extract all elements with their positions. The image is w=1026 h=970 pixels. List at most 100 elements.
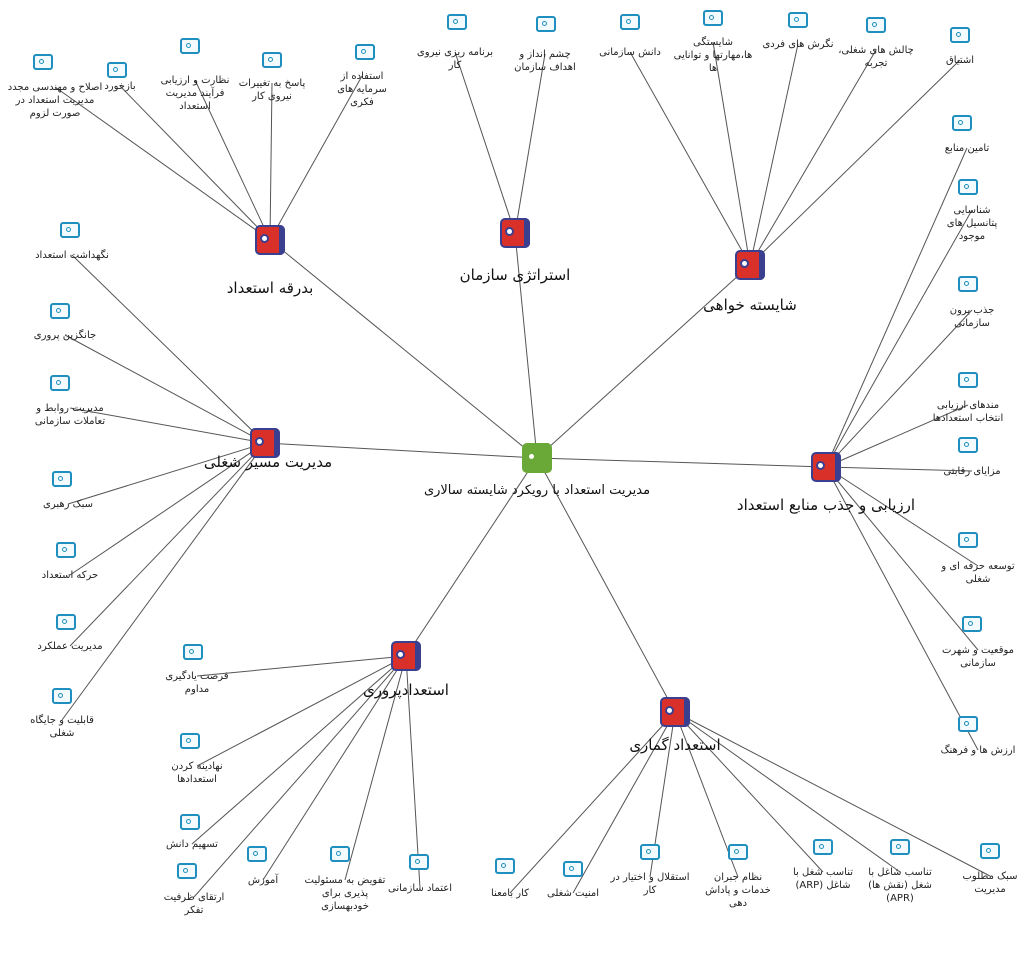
deployment-leaf-1-document-icon[interactable] [563,861,583,877]
deployment-leaf-3-label: نظام جبران خدمات و پاداش دهی [705,872,771,909]
development-leaf-4-label: آموزش [247,875,279,886]
connector-succession-4 [269,75,363,241]
attraction-leaf-6-document-icon[interactable] [962,616,982,632]
development-leaf-2-label: تسهیم دانش [166,839,218,850]
competency-leaf-3-document-icon[interactable] [866,17,886,33]
development-leaf-5-document-icon[interactable] [330,846,350,862]
succession-leaf-4-label: استفاده از سرمایه های فکری [337,71,387,108]
connector-competency-0 [629,51,751,266]
strategy-hub-folder-icon[interactable] [500,218,530,248]
competency-leaf-4-document-icon[interactable] [950,27,970,43]
connector-attraction-5 [825,466,979,567]
connector-deployment-3 [674,711,739,878]
deployment-leaf-3-document-icon[interactable] [728,844,748,860]
connector-succession-1 [119,85,271,241]
development-leaf-3-document-icon[interactable] [177,863,197,879]
attraction-leaf-0-label: تامین منابع [944,143,990,154]
connector-succession-3 [269,82,273,241]
attraction-leaf-2-document-icon[interactable] [958,276,978,292]
strategy-branch-label: استراتژی سازمان [459,266,571,284]
development-leaf-2-document-icon[interactable] [180,814,200,830]
development-leaf-0-document-icon[interactable] [183,644,203,660]
connector-development-4 [262,655,407,881]
attraction-leaf-7-document-icon[interactable] [958,716,978,732]
attraction-leaf-5-label: توسعه حرفه ای و شغلی [941,561,1015,585]
connector-competency-2 [749,43,799,266]
succession-leaf-2-document-icon[interactable] [180,38,200,54]
deployment-leaf-0-label: کار بامعنا [491,888,529,899]
deployment-leaf-6-document-icon[interactable] [980,843,1000,859]
career-leaf-2-label: مدیریت روابط و تعاملات سازمانی [34,403,106,427]
career-leaf-4-document-icon[interactable] [56,542,76,558]
succession-branch-label: بدرقه استعداد [226,279,314,297]
career-leaf-6-document-icon[interactable] [52,688,72,704]
development-leaf-5-label: تفویض به مسئولیت پذیری برای خودبهسازی [304,875,386,912]
development-leaf-6-label: اعتماد سازمانی [388,883,452,894]
career-leaf-0-label: نگهداشت استعداد [35,250,109,261]
strategy-leaf-0-label: برنامه ریزی نیروی کار [416,47,494,71]
attraction-branch-label: ارزیابی و جذب منابع استعداد [736,496,916,514]
deployment-leaf-4-label: تناسب شغل با شاغل (ARP) [792,867,853,891]
connector-development-1 [196,655,407,767]
career-leaf-5-document-icon[interactable] [56,614,76,630]
competency-leaf-1-document-icon[interactable] [703,10,723,26]
development-hub-folder-icon[interactable] [391,641,421,671]
attraction-leaf-3-document-icon[interactable] [958,372,978,388]
attraction-leaf-5-document-icon[interactable] [958,532,978,548]
competency-leaf-0-document-icon[interactable] [620,14,640,30]
attraction-hub-folder-icon[interactable] [811,452,841,482]
connector-competency-4 [749,59,961,266]
attraction-leaf-3-label: مندهای ارزیابی انتخاب استعدادها [932,400,1004,424]
deployment-hub-folder-icon[interactable] [660,697,690,727]
career-leaf-2-document-icon[interactable] [50,375,70,391]
connector-career-0 [71,254,266,444]
development-leaf-0-label: فرصت یادگیری مداوم [165,671,229,695]
attraction-leaf-0-document-icon[interactable] [952,115,972,131]
attraction-leaf-4-label: مزایای رقابتی [943,466,1001,477]
connector-development-5 [344,655,407,881]
career-leaf-1-document-icon[interactable] [50,303,70,319]
competency-hub-folder-icon[interactable] [735,250,765,280]
career-leaf-0-document-icon[interactable] [60,222,80,238]
career-leaf-3-document-icon[interactable] [52,471,72,487]
connector-attraction-7 [825,466,979,751]
deployment-leaf-2-document-icon[interactable] [640,844,660,860]
development-leaf-1-document-icon[interactable] [180,733,200,749]
deployment-leaf-0-document-icon[interactable] [495,858,515,874]
center-folder-icon[interactable] [522,443,552,473]
connector-center-strategy [514,232,538,459]
succession-leaf-0-document-icon[interactable] [33,54,53,70]
career-leaf-6-label: قابلیت و جایگاه شغلی [30,715,94,739]
deployment-leaf-1-label: امنیت شغلی [546,888,600,899]
connector-attraction-2 [825,309,973,468]
development-leaf-4-document-icon[interactable] [247,846,267,862]
connector-career-5 [69,442,266,647]
attraction-leaf-2-label: جذب برون سازمانی [949,305,995,329]
career-leaf-5-label: مدیریت عملکرد [37,641,103,652]
competency-leaf-0-label: دانش سازمانی [599,47,661,58]
competency-leaf-2-document-icon[interactable] [788,12,808,28]
deployment-leaf-4-document-icon[interactable] [813,839,833,855]
succession-leaf-4-document-icon[interactable] [355,44,375,60]
development-leaf-3-label: ارتقای ظرفیت تفکر [163,892,225,916]
connector-development-2 [191,655,407,845]
attraction-leaf-1-document-icon[interactable] [958,179,978,195]
connector-deployment-1 [572,711,676,894]
connector-deployment-6 [674,711,991,877]
career-hub-folder-icon[interactable] [250,428,280,458]
strategy-leaf-1-document-icon[interactable] [536,16,556,32]
succession-leaf-1-label: بازخورد [104,81,136,92]
career-branch-label: مدیریت مسیر شغلی [203,453,333,471]
deployment-leaf-5-document-icon[interactable] [890,839,910,855]
connector-strategy-1 [514,53,546,234]
connector-center-development [405,457,538,657]
connector-career-1 [64,334,266,444]
succession-leaf-1-document-icon[interactable] [107,62,127,78]
succession-hub-folder-icon[interactable] [255,225,285,255]
attraction-leaf-1-label: شناسایی پتانسیل های موجود [946,205,998,242]
attraction-leaf-4-document-icon[interactable] [958,437,978,453]
strategy-leaf-0-document-icon[interactable] [447,14,467,30]
development-leaf-6-document-icon[interactable] [409,854,429,870]
succession-leaf-3-document-icon[interactable] [262,52,282,68]
